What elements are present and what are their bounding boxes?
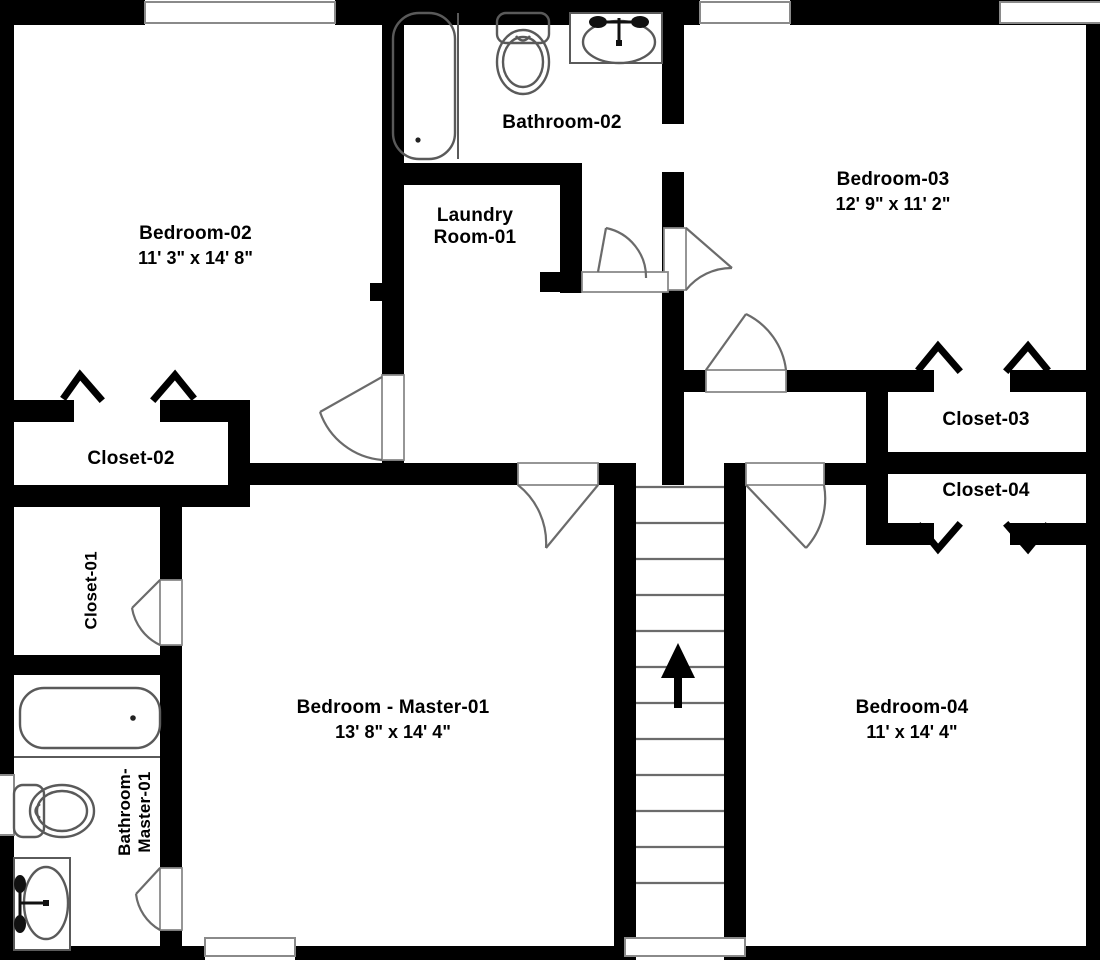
room-label-closet-02: Closet-02 (48, 447, 214, 470)
exterior-wall-right (1086, 0, 1100, 960)
window-top-2 (699, 1, 791, 24)
wall-stairs-left (614, 463, 636, 960)
wall-closet02-top-b (160, 400, 250, 422)
toilet-icon (495, 11, 551, 96)
door-bathroom-master (134, 867, 183, 931)
wall-bed03-bottom-b (784, 370, 894, 392)
exterior-wall-left-a (0, 0, 14, 775)
room-name: Bedroom - Master-01 (296, 697, 490, 718)
window-left-1 (0, 774, 15, 836)
room-label-laundry-room-01: Laundry Room-01 (405, 205, 545, 250)
room-dimensions: 11' 3" x 14' 8" (138, 248, 253, 269)
room-label-bathroom-master-01: Bathroom- Master-01 (115, 747, 155, 877)
wall-bath02-bed03-a (662, 12, 684, 124)
door-bedroom-04 (745, 462, 827, 549)
window-top-3 (999, 1, 1100, 24)
room-name-line2: Room-01 (433, 227, 517, 249)
room-name: Closet-04 (942, 480, 1030, 501)
exterior-wall-bottom-c (745, 946, 1100, 960)
wall-hall-bottom-a (250, 463, 540, 485)
room-label-bedroom-03: Bedroom-03 12' 9" x 11' 2" (793, 168, 993, 216)
bifold-closet-04-left (915, 521, 963, 555)
room-name: Closet-03 (942, 409, 1030, 430)
up-arrow-icon (661, 643, 695, 708)
room-name: Bedroom-04 (855, 697, 969, 718)
room-name: Closet-02 (87, 448, 175, 469)
room-name: Bathroom-02 (502, 112, 622, 133)
wall-closet02-top-a (14, 400, 74, 422)
door-bedroom-03 (663, 227, 733, 291)
exterior-wall-top-a (0, 0, 145, 25)
wall-closet02-bottom (14, 485, 250, 507)
room-label-bedroom-master-01: Bedroom - Master-01 13' 8" x 14' 4" (279, 696, 507, 744)
bathtub-icon (18, 686, 162, 750)
room-label-bathroom-02: Bathroom-02 (462, 111, 662, 134)
exterior-wall-left-b (0, 835, 14, 960)
bifold-door-group (60, 340, 1051, 555)
room-name: Bedroom-02 (139, 223, 252, 244)
wall-bath02-bottom (382, 163, 582, 185)
wall-bed02-laundry-a (382, 163, 404, 293)
door-master (517, 462, 599, 549)
door-group (130, 226, 827, 931)
room-name: Bedroom-03 (836, 169, 950, 190)
room-label-closet-03: Closet-03 (901, 408, 1071, 431)
room-name-line2: Master-01 (135, 771, 154, 853)
room-dimensions: 11' x 14' 4" (866, 722, 958, 743)
exterior-wall-bottom-b (295, 946, 625, 960)
sink-icon (569, 12, 663, 65)
room-label-closet-01: Closet-01 (82, 535, 103, 645)
sink-icon (13, 857, 71, 951)
bifold-closet-02-right (150, 369, 197, 403)
wall-bathmaster-right-a (160, 667, 182, 882)
bifold-closet-03-right (1003, 340, 1051, 374)
room-name-line1: Bathroom- (114, 768, 134, 856)
wall-closet02-right (228, 400, 250, 485)
bathtub-drain-icon (130, 715, 136, 721)
bathroom-02-fixtures (391, 11, 663, 161)
room-label-bedroom-04: Bedroom-04 11' x 14' 4" (812, 696, 1012, 744)
door-closet-01 (130, 579, 183, 646)
window-bottom-1 (204, 937, 296, 957)
room-label-bedroom-02: Bedroom-02 11' 3" x 14' 8" (98, 222, 293, 270)
room-name: Closet-01 (81, 551, 101, 630)
window-top-1 (144, 1, 336, 24)
door-bedroom-03-hall (705, 313, 788, 393)
room-dimensions: 13' 8" x 14' 4" (335, 722, 451, 743)
bifold-closet-04-right (1003, 521, 1051, 555)
room-dimensions: 12' 9" x 11' 2" (835, 194, 951, 215)
wall-bed04-left (724, 463, 746, 960)
wall-hall-right-lower (662, 370, 684, 485)
wall-bathmaster-right-b (160, 928, 182, 960)
bathroom-master-fixtures (12, 686, 162, 951)
toilet-icon (12, 783, 96, 839)
door-bedroom-02 (318, 374, 405, 462)
wall-closet01-bottom (14, 655, 182, 675)
wall-nub-laundry (370, 283, 386, 301)
bifold-closet-02-left (60, 369, 105, 403)
bathtub-icon (391, 11, 457, 161)
room-name-line1: Laundry (436, 205, 514, 226)
door-laundry (581, 226, 669, 293)
wall-laundry-right (560, 163, 582, 293)
bathtub-drain-icon (415, 137, 421, 143)
wall-closet01-right-a (160, 485, 182, 580)
wall-closet03-bottom (866, 452, 1096, 474)
window-bottom-2 (624, 937, 746, 957)
staircase (636, 485, 724, 885)
wall-closet03-top-b (1010, 370, 1096, 392)
bifold-closet-03-left (915, 340, 963, 374)
room-label-closet-04: Closet-04 (901, 479, 1071, 502)
